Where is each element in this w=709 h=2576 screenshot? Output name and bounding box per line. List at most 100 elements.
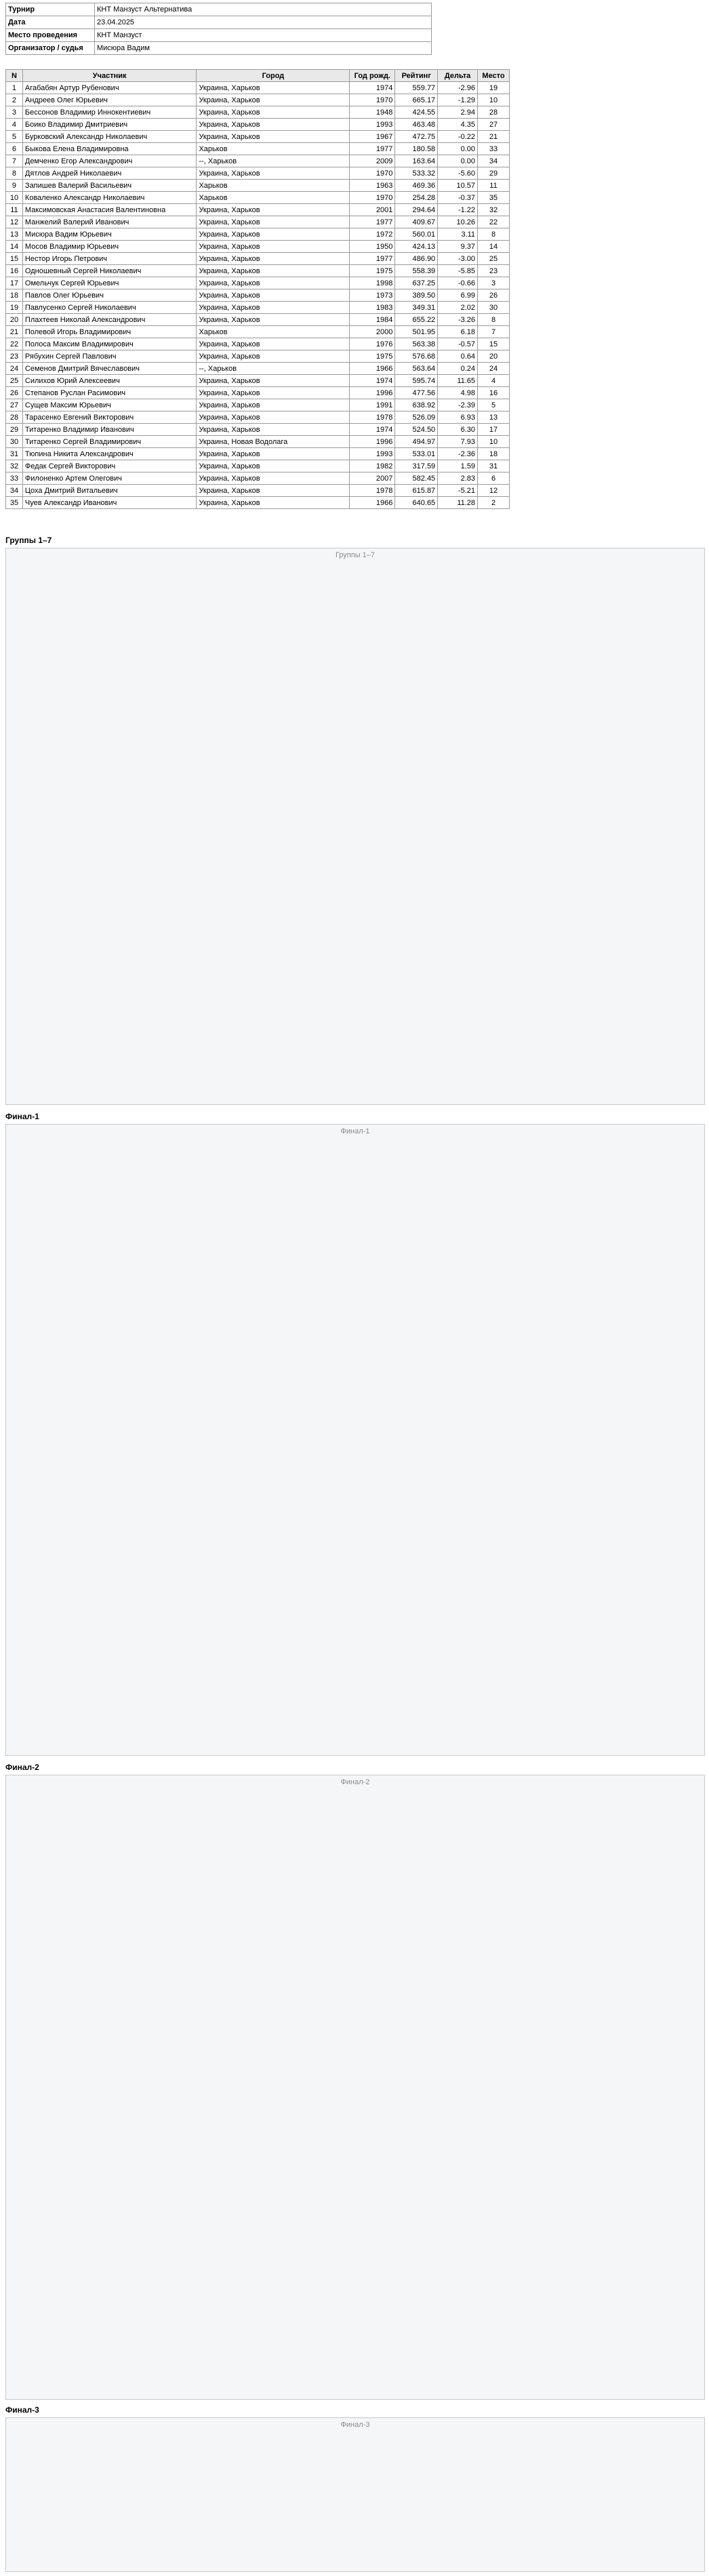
- player-birth-year: 1975: [349, 264, 396, 277]
- player-rating: 424.13: [394, 240, 439, 253]
- player-city: Украина, Харьков: [196, 216, 350, 228]
- player-place: 19: [477, 81, 510, 94]
- player-number: 27: [5, 399, 23, 411]
- player-number: 13: [5, 228, 23, 241]
- header-rating: Рейтинг: [394, 69, 439, 82]
- groups-section-title: Группы 1–7: [5, 536, 52, 545]
- player-name: Андреев Олег Юрьевич: [22, 94, 197, 106]
- player-delta: 4.98: [437, 386, 479, 399]
- player-delta: 6.99: [437, 289, 479, 302]
- player-rating: 558.39: [394, 264, 439, 277]
- player-name: Федак Сергей Викторович: [22, 460, 197, 472]
- player-name: Манжелий Валерий Иванович: [22, 216, 197, 228]
- player-number: 15: [5, 252, 23, 265]
- player-name: Тюпина Никита Александрович: [22, 447, 197, 460]
- player-number: 17: [5, 277, 23, 289]
- player-name: Запишев Валерий Васильевич: [22, 179, 197, 192]
- player-birth-year: 1973: [349, 289, 396, 302]
- player-birth-year: 1974: [349, 423, 396, 436]
- player-delta: -0.22: [437, 130, 479, 143]
- venue-label: Место проведения: [5, 28, 95, 42]
- player-number: 31: [5, 447, 23, 460]
- final1-section-title: Финал-1: [5, 1112, 39, 1121]
- player-name: Степанов Руслан Расимович: [22, 386, 197, 399]
- player-city: Украина, Харьков: [196, 472, 350, 485]
- player-rating: 463.48: [394, 118, 439, 131]
- player-place: 18: [477, 447, 510, 460]
- player-place: 12: [477, 484, 510, 497]
- player-delta: 10.57: [437, 179, 479, 192]
- player-delta: 6.30: [437, 423, 479, 436]
- player-place: 8: [477, 313, 510, 326]
- player-delta: -5.60: [437, 167, 479, 180]
- final2-section-title: Финал-2: [5, 1763, 39, 1772]
- player-rating: 494.97: [394, 435, 439, 448]
- player-delta: 3.11: [437, 228, 479, 241]
- player-number: 24: [5, 362, 23, 375]
- player-birth-year: 1970: [349, 94, 396, 106]
- player-place: 22: [477, 216, 510, 228]
- player-city: Украина, Харьков: [196, 301, 350, 314]
- player-birth-year: 1996: [349, 435, 396, 448]
- player-place: 14: [477, 240, 510, 253]
- player-place: 13: [477, 411, 510, 424]
- player-delta: -2.96: [437, 81, 479, 94]
- player-name: Чуев Александр Иванович: [22, 496, 197, 509]
- player-place: 29: [477, 167, 510, 180]
- player-city: --, Харьков: [196, 155, 350, 167]
- date-value: 23.04.2025: [94, 16, 432, 29]
- player-city: Украина, Харьков: [196, 264, 350, 277]
- player-place: 2: [477, 496, 510, 509]
- player-name: Силихов Юрий Алексеевич: [22, 374, 197, 387]
- player-number: 3: [5, 106, 23, 119]
- info-row-organizer: Организатор / судья Мисюра Вадим: [5, 41, 432, 55]
- player-delta: 11.65: [437, 374, 479, 387]
- player-delta: 1.59: [437, 460, 479, 472]
- player-name: Полевой Игорь Владимирович: [22, 325, 197, 338]
- player-rating: 533.01: [394, 447, 439, 460]
- player-rating: 486.90: [394, 252, 439, 265]
- player-city: Харьков: [196, 179, 350, 192]
- player-name: Максимовская Анастасия Валентиновна: [22, 203, 197, 216]
- player-place: 16: [477, 386, 510, 399]
- player-place: 23: [477, 264, 510, 277]
- player-place: 6: [477, 472, 510, 485]
- player-number: 2: [5, 94, 23, 106]
- player-name: Цоха Дмитрий Витальевич: [22, 484, 197, 497]
- player-place: 24: [477, 362, 510, 375]
- player-delta: -0.37: [437, 191, 479, 204]
- player-rating: 349.31: [394, 301, 439, 314]
- player-name: Филоненко Артем Олегович: [22, 472, 197, 485]
- player-birth-year: 1991: [349, 399, 396, 411]
- player-delta: 0.00: [437, 155, 479, 167]
- player-number: 34: [5, 484, 23, 497]
- player-name: Нестор Игорь Петрович: [22, 252, 197, 265]
- player-place: 34: [477, 155, 510, 167]
- player-birth-year: 1970: [349, 167, 396, 180]
- header-place: Место: [477, 69, 510, 82]
- player-birth-year: 2009: [349, 155, 396, 167]
- header-birth-year: Год рожд.: [349, 69, 396, 82]
- player-city: Украина, Харьков: [196, 386, 350, 399]
- player-rating: 163.64: [394, 155, 439, 167]
- player-delta: -0.66: [437, 277, 479, 289]
- player-rating: 524.50: [394, 423, 439, 436]
- player-delta: 7.93: [437, 435, 479, 448]
- player-name: Титаренко Владимир Иванович: [22, 423, 197, 436]
- player-name: Титаренко Сергей Владимирович: [22, 435, 197, 448]
- final2-bracket-area: Финал-2: [5, 1775, 705, 2400]
- final3-area-label: Финал-3: [340, 2421, 370, 2429]
- player-number: 19: [5, 301, 23, 314]
- player-rating: 638.92: [394, 399, 439, 411]
- player-place: 17: [477, 423, 510, 436]
- player-name: Коваленко Александр Николаевич: [22, 191, 197, 204]
- player-place: 3: [477, 277, 510, 289]
